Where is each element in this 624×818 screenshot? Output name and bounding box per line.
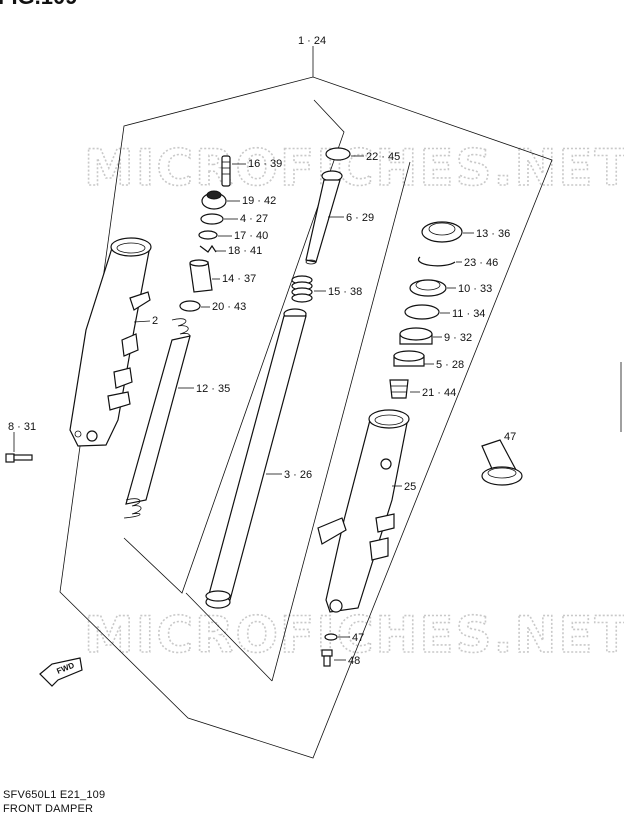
callout-5-28: 5 · 28 bbox=[436, 359, 464, 371]
gasket-8-31 bbox=[324, 633, 338, 641]
callout-19-42: 19 · 42 bbox=[242, 195, 276, 207]
leader-2 bbox=[133, 320, 151, 323]
oil-lock-21-44 bbox=[389, 379, 409, 399]
callout-14-37: 14 · 37 bbox=[222, 273, 256, 285]
watermark-top: MICROFICHES.NET bbox=[84, 139, 624, 197]
spring-15-38 bbox=[291, 275, 313, 303]
clip-18-41 bbox=[199, 244, 217, 253]
callout-1-24: 1 · 24 bbox=[298, 35, 326, 47]
callout-11-34: 11 · 34 bbox=[452, 308, 485, 320]
oil-seal-10-33 bbox=[409, 279, 447, 297]
bolt-16-39 bbox=[221, 155, 231, 187]
callout-3-26: 3 · 26 bbox=[284, 469, 312, 481]
callout-20-43: 20 · 43 bbox=[212, 301, 246, 313]
fwd-arrow-badge: FWD bbox=[39, 657, 83, 687]
callout-10-33: 10 · 33 bbox=[458, 283, 492, 295]
callout-47-visible: 47 bbox=[504, 431, 516, 443]
bushing-5-28 bbox=[393, 350, 425, 367]
inner-bracket-2 bbox=[271, 161, 411, 682]
spring-left bbox=[123, 318, 191, 519]
figure-code: SFV650L1 E21_109 bbox=[3, 789, 106, 801]
circlip-23-46 bbox=[417, 256, 456, 267]
callout-13-36: 13 · 36 bbox=[476, 228, 510, 240]
washer-11-34 bbox=[404, 304, 440, 320]
bolt-7-30 bbox=[321, 649, 333, 667]
oring-4-27 bbox=[200, 213, 224, 225]
callout-6-29: 6 · 29 bbox=[346, 212, 374, 224]
callout-2: 2 bbox=[152, 315, 158, 327]
cover-47 bbox=[481, 439, 523, 486]
callout-22-45: 22 · 45 bbox=[366, 151, 400, 163]
spacer-14-37 bbox=[189, 259, 213, 293]
bushing-9-32 bbox=[399, 327, 433, 345]
cap-bolt-19-42 bbox=[201, 190, 227, 210]
callout-21-44: 21 · 44 bbox=[422, 387, 456, 399]
callout-25: 25 bbox=[404, 481, 416, 493]
callout-17-40: 17 · 40 bbox=[234, 230, 268, 242]
washer-17-40 bbox=[198, 230, 218, 240]
dust-seal-13-36 bbox=[421, 221, 463, 243]
washer-20-43 bbox=[179, 300, 201, 312]
inner-bracket-1 bbox=[123, 99, 345, 594]
outer-tube-right-25 bbox=[317, 409, 410, 613]
bolt-48 bbox=[5, 432, 33, 463]
callout-9-32: 9 · 32 bbox=[444, 332, 472, 344]
callout-7-30: 48 bbox=[348, 655, 360, 667]
callout-16-39: 16 · 39 bbox=[248, 158, 282, 170]
inner-tube-3-26 bbox=[205, 308, 307, 609]
callout-18-41: 18 · 41 bbox=[228, 245, 262, 257]
callout-4-27: 4 · 27 bbox=[240, 213, 268, 225]
watermark-bottom: MICROFICHES.NET bbox=[84, 606, 624, 664]
callout-12-35: 12 · 35 bbox=[196, 383, 230, 395]
callout-48: 8 · 31 bbox=[8, 421, 36, 433]
inner-bracket-3 bbox=[185, 592, 273, 682]
figure-caption: FRONT DAMPER bbox=[3, 803, 94, 815]
damper-rod-6-29 bbox=[305, 170, 343, 265]
callout-15-38: 15 · 38 bbox=[328, 286, 362, 298]
figure-title: FIG.109 bbox=[0, 0, 77, 9]
callout-23-46: 23 · 46 bbox=[464, 257, 498, 269]
outer-tube-left bbox=[69, 237, 152, 447]
callout-8-31: 47 bbox=[352, 632, 364, 644]
ring-22-45 bbox=[325, 147, 351, 161]
